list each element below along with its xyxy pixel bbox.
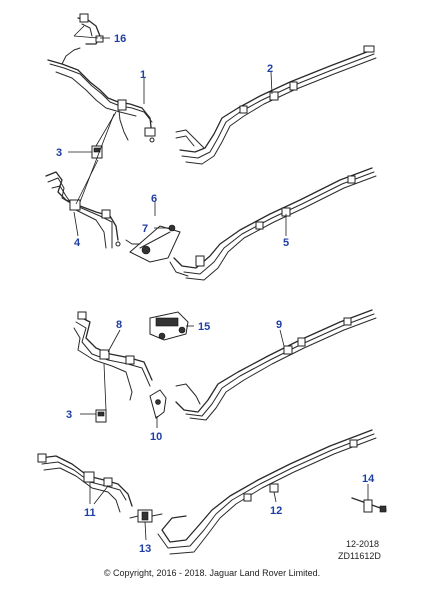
sensor-assembly-6: [125, 224, 181, 263]
pipe-assembly-5: [169, 167, 377, 281]
callout-15: 15: [198, 321, 210, 333]
callout-4: 4: [74, 237, 81, 249]
callout-13: 13: [139, 543, 151, 555]
callout-16: 16: [114, 33, 126, 45]
callout-9: 9: [276, 319, 282, 331]
pipe-assembly-8: [73, 311, 153, 401]
callout-3-lower: 3: [66, 409, 72, 421]
pipe-assembly-2: [175, 45, 377, 165]
copyright-notice: © Copyright, 2016 - 2018. Jaguar Land Ro…: [103, 568, 321, 578]
pipe-assembly-11: [37, 453, 133, 513]
pipe-assembly-9: [175, 309, 377, 421]
module-15: [149, 311, 189, 341]
callout-1: 1: [140, 69, 146, 81]
callout-7: 7: [142, 223, 148, 235]
pipe-assembly-12: [157, 429, 377, 555]
callout-12: 12: [270, 505, 282, 517]
diagram-code: ZD11612D: [338, 551, 381, 561]
callout-5: 5: [283, 237, 289, 249]
pipe-assembly-1: [47, 47, 156, 143]
callout-8: 8: [116, 319, 122, 331]
callout-11: 11: [84, 507, 96, 519]
callout-3-upper: 3: [56, 147, 62, 159]
bracket-16: [77, 13, 104, 45]
callout-6: 6: [151, 193, 157, 205]
connector-14: [351, 497, 387, 513]
callout-14: 14: [362, 473, 375, 485]
callout-2: 2: [267, 63, 273, 75]
clip-3-lower: [95, 409, 107, 423]
pipe-assembly-4: [45, 171, 121, 249]
leader-lines: [68, 25, 369, 541]
bracket-10: [149, 389, 167, 419]
diagram-date: 12-2018: [346, 539, 380, 549]
valve-13: [129, 509, 163, 523]
clip-3-upper: [91, 145, 103, 159]
callout-10: 10: [150, 431, 162, 443]
